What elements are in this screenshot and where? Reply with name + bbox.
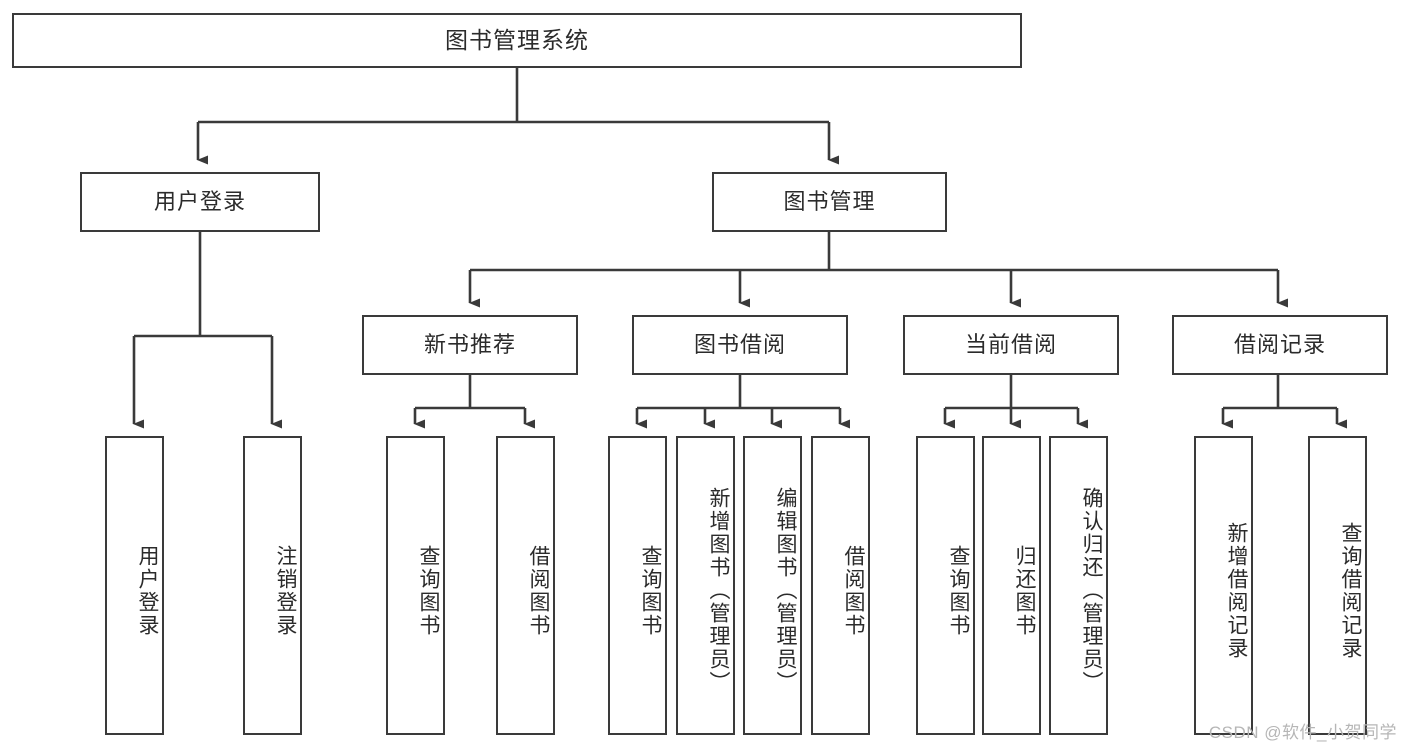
node-label: 借阅图书 xyxy=(527,544,550,637)
node-label: 新增图书（管理员） xyxy=(707,487,730,694)
node-label: 借阅记录 xyxy=(1233,331,1326,357)
leaf-borrow-add-book-admin[interactable]: 新增图书（管理员） xyxy=(676,436,735,735)
node-label: 图书管理 xyxy=(783,188,876,214)
node-new-book-recommend[interactable]: 新书推荐 xyxy=(362,315,578,375)
leaf-newbook-borrow-book[interactable]: 借阅图书 xyxy=(496,436,555,735)
node-label: 编辑图书（管理员） xyxy=(774,487,797,694)
node-current-borrow[interactable]: 当前借阅 xyxy=(903,315,1119,375)
leaf-current-query-book[interactable]: 查询图书 xyxy=(916,436,975,735)
node-root-book-management-system[interactable]: 图书管理系统 xyxy=(12,13,1022,68)
node-label: 查询借阅记录 xyxy=(1339,521,1362,660)
node-label: 图书管理系统 xyxy=(445,26,589,53)
node-label: 查询图书 xyxy=(639,544,662,637)
leaf-borrow-borrow-book[interactable]: 借阅图书 xyxy=(811,436,870,735)
leaf-borrow-query-book[interactable]: 查询图书 xyxy=(608,436,667,735)
csdn-watermark: CSDN @软件_小贺同学 xyxy=(1208,723,1397,742)
node-label: 用户登录 xyxy=(153,188,246,214)
leaf-record-add-record[interactable]: 新增借阅记录 xyxy=(1194,436,1253,735)
leaf-current-confirm-return-admin[interactable]: 确认归还（管理员） xyxy=(1049,436,1108,735)
node-borrow-record[interactable]: 借阅记录 xyxy=(1172,315,1388,375)
leaf-logout[interactable]: 注销登录 xyxy=(243,436,302,735)
node-label: 确认归还（管理员） xyxy=(1080,487,1103,694)
node-label: 查询图书 xyxy=(947,544,970,637)
node-label: 新增借阅记录 xyxy=(1225,521,1248,660)
leaf-record-query-record[interactable]: 查询借阅记录 xyxy=(1308,436,1367,735)
node-label: 借阅图书 xyxy=(842,544,865,637)
node-book-management[interactable]: 图书管理 xyxy=(712,172,947,232)
node-label: 图书借阅 xyxy=(693,331,786,357)
node-user-login[interactable]: 用户登录 xyxy=(80,172,320,232)
node-label: 注销登录 xyxy=(274,544,297,637)
node-label: 新书推荐 xyxy=(423,331,516,357)
leaf-borrow-edit-book-admin[interactable]: 编辑图书（管理员） xyxy=(743,436,802,735)
node-book-borrow[interactable]: 图书借阅 xyxy=(632,315,848,375)
node-label: 用户登录 xyxy=(136,544,159,637)
node-label: 归还图书 xyxy=(1013,544,1036,637)
leaf-current-return-book[interactable]: 归还图书 xyxy=(982,436,1041,735)
node-label: 当前借阅 xyxy=(964,331,1057,357)
node-label: 查询图书 xyxy=(417,544,440,637)
leaf-newbook-query-book[interactable]: 查询图书 xyxy=(386,436,445,735)
leaf-user-login[interactable]: 用户登录 xyxy=(105,436,164,735)
